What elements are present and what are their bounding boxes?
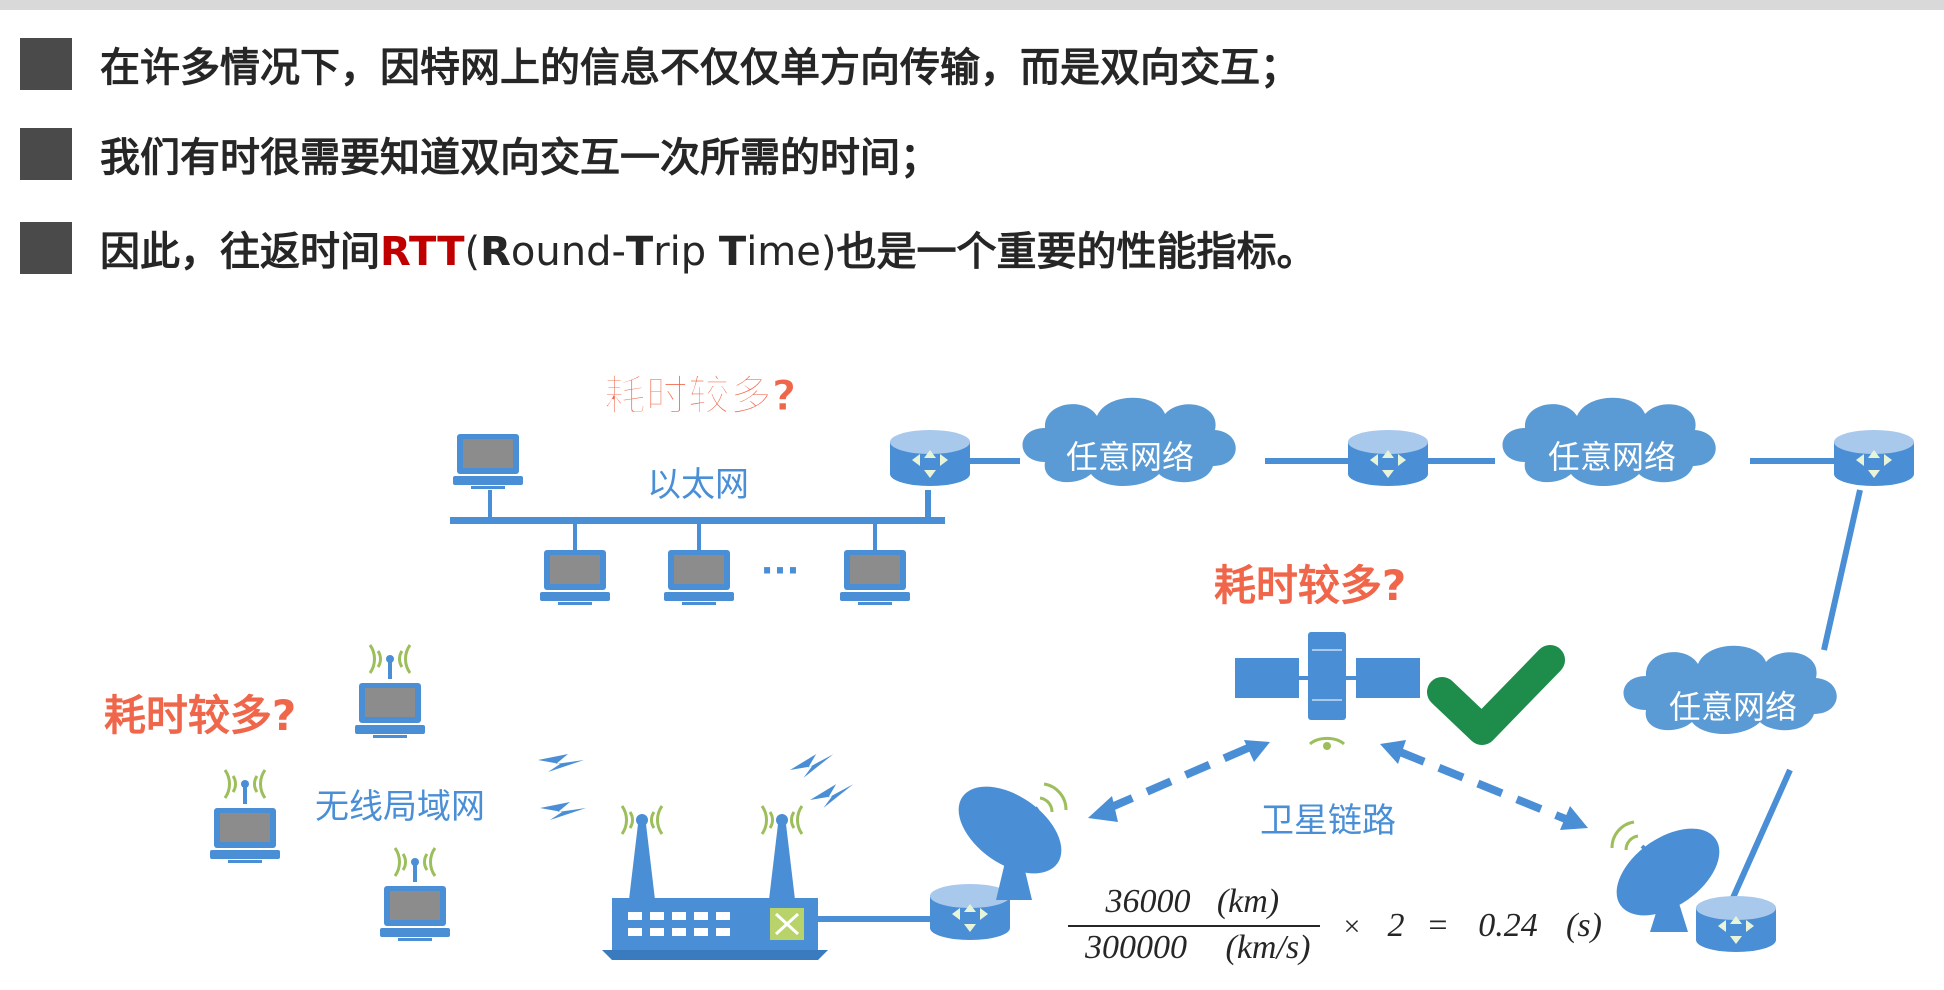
check-icon (1427, 645, 1565, 745)
links (810, 458, 1863, 922)
router-icon (1348, 430, 1428, 486)
arrowhead-icon (1560, 806, 1588, 830)
cloud-icon: 任意网络 (1502, 397, 1716, 486)
formula-factor: 2 (1388, 907, 1405, 944)
wifi-laptop-icon (210, 770, 280, 863)
router-icon (890, 430, 970, 486)
signal-bolt-icon (787, 748, 838, 782)
wireless-router-icon (602, 804, 828, 960)
arrowhead-icon (1244, 740, 1270, 762)
rtt-highlight: RTT (380, 229, 465, 275)
signal-bolt-icon (538, 754, 584, 772)
arrowhead-icon (1380, 740, 1406, 764)
bullet-text-2: 我们有时很需要知道双向交互一次所需的时间； (100, 135, 940, 181)
bullet-square (20, 128, 72, 180)
satellite-link-label: 卫星链路 (1260, 801, 1396, 841)
satellite-link-arrows: 卫星链路 (1088, 740, 1588, 841)
cloud-label: 任意网络 (1548, 438, 1676, 476)
formula-result-unit: (s) (1566, 907, 1602, 944)
signal-bolt-icon (540, 802, 586, 820)
formula-numerator: 36000 (1105, 883, 1191, 920)
bullet-square (20, 38, 72, 90)
router-icon (1834, 430, 1914, 486)
cloud-icon: 任意网络 (1623, 645, 1837, 734)
ethernet-label: 以太网 (647, 465, 749, 505)
router-icon (1696, 896, 1776, 952)
formula-denominator: 300000 (1084, 929, 1187, 966)
bullet-text-1: 在许多情况下，因特网上的信息不仅仅单方向传输，而是双向交互； (100, 45, 1300, 91)
satellite-dish-icon (958, 782, 1068, 900)
wifi-laptop-icon (355, 645, 425, 738)
question-label: 耗时较多? (604, 371, 796, 420)
question-label: 耗时较多? (1214, 561, 1406, 610)
cloud-label: 任意网络 (1669, 688, 1797, 726)
laptop-icon (453, 434, 523, 489)
top-bar (0, 0, 1944, 10)
signal-bolt-icon (807, 778, 858, 812)
formula-equals: = (1428, 907, 1447, 944)
bullet-row-1: 在许多情况下，因特网上的信息不仅仅单方向传输，而是双向交互； (20, 34, 1300, 94)
satellite-dish-icon (1610, 820, 1720, 932)
laptop-icon (664, 550, 734, 605)
bullet-square (20, 222, 72, 274)
formula-result: 0.24 (1478, 907, 1538, 944)
formula-times: × (1344, 910, 1361, 943)
arrowhead-icon (1088, 796, 1118, 822)
bullet-row-3: 因此，往返时间RTT(Round-Trip Time)也是一个重要的性能指标。 (20, 218, 1316, 278)
wlan-label: 无线局域网 (315, 787, 485, 827)
ellipsis-label: ··· (761, 551, 800, 591)
wireless-lan: 无线局域网 (210, 645, 858, 941)
wifi-laptop-icon (380, 848, 450, 941)
question-label: 耗时较多? (104, 691, 296, 740)
satellite-icon (1235, 632, 1420, 750)
formula: 36000 (km) 300000 (km/s) × 2 = 0.24 (s) (1068, 883, 1602, 966)
bullet-text-3: 因此，往返时间RTT(Round-Trip Time)也是一个重要的性能指标。 (100, 229, 1317, 275)
formula-numerator-unit: (km) (1217, 883, 1279, 920)
ethernet-segment: 以太网 ··· (450, 434, 945, 605)
laptop-icon (540, 550, 610, 605)
formula-denominator-unit: (km/s) (1226, 929, 1311, 966)
cloud-icon: 任意网络 (1022, 397, 1236, 486)
laptop-icon (840, 550, 910, 605)
bullet-row-2: 我们有时很需要知道双向交互一次所需的时间； (20, 124, 940, 184)
cloud-label: 任意网络 (1066, 438, 1194, 476)
